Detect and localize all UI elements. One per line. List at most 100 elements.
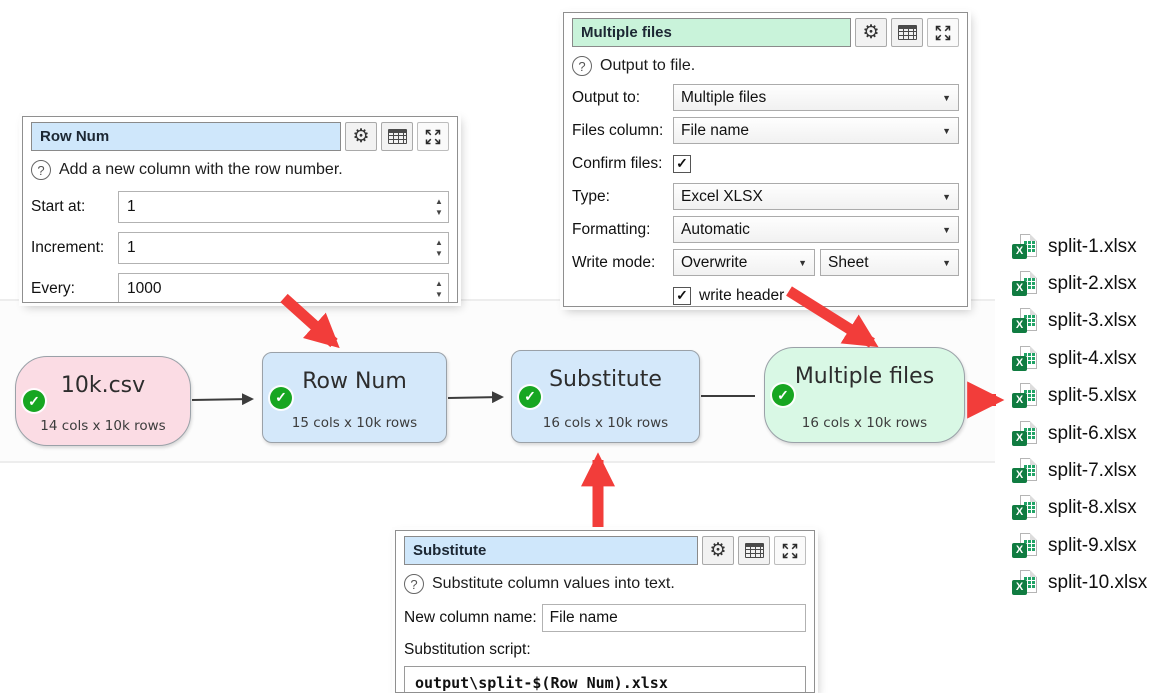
file-item: split-3.xlsx bbox=[1012, 303, 1147, 340]
spin-down-icon[interactable]: ▼ bbox=[435, 289, 443, 299]
node-10k-csv[interactable]: ✓ 10k.csv 14 cols x 10k rows bbox=[15, 356, 191, 446]
field-row-formatting: Formatting: Automatic ▼ bbox=[572, 216, 959, 243]
help-icon[interactable]: ? bbox=[404, 574, 424, 594]
spin-up-icon[interactable]: ▲ bbox=[435, 278, 443, 288]
chevron-down-icon: ▼ bbox=[942, 224, 951, 235]
spinner-buttons[interactable]: ▲ ▼ bbox=[430, 196, 448, 217]
excel-file-icon bbox=[1012, 383, 1038, 409]
panel-title-field[interactable]: Multiple files bbox=[572, 18, 851, 47]
field-label: Output to: bbox=[572, 88, 641, 106]
expand-icon bbox=[935, 25, 951, 40]
spin-down-icon[interactable]: ▼ bbox=[435, 207, 443, 217]
help-text: Substitute column values into text. bbox=[432, 575, 675, 592]
node-title: 10k.csv bbox=[60, 373, 146, 398]
field-value: 1000 bbox=[127, 280, 162, 297]
excel-file-icon bbox=[1012, 233, 1038, 260]
status-check-icon: ✓ bbox=[23, 390, 45, 412]
field-row-write-mode: Write mode: Overwrite ▼ Sheet ▼ bbox=[572, 249, 959, 276]
file-item: split-8.xlsx bbox=[1012, 490, 1147, 527]
file-item: split-5.xlsx bbox=[1012, 378, 1147, 415]
settings-button[interactable]: ⚙ bbox=[345, 122, 377, 151]
field-value: 1 bbox=[127, 239, 136, 256]
node-title: Row Num bbox=[302, 369, 407, 394]
node-stats: 16 cols x 10k rows bbox=[801, 415, 928, 431]
file-name: split-4.xlsx bbox=[1048, 347, 1137, 369]
node-substitute[interactable]: ✓ Substitute 16 cols x 10k rows bbox=[511, 350, 700, 443]
table-icon bbox=[387, 129, 407, 144]
formatting-dropdown[interactable]: Automatic ▼ bbox=[673, 216, 959, 243]
dropdown-value: Automatic bbox=[681, 220, 750, 238]
file-name: split-2.xlsx bbox=[1048, 273, 1137, 295]
spinner-buttons[interactable]: ▲ ▼ bbox=[430, 237, 448, 258]
spin-up-icon[interactable]: ▲ bbox=[435, 196, 443, 206]
panel-title-field[interactable]: Row Num bbox=[31, 122, 341, 151]
help-icon[interactable]: ? bbox=[31, 160, 51, 180]
spin-down-icon[interactable]: ▼ bbox=[435, 248, 443, 258]
sheet-mode-dropdown[interactable]: Sheet ▼ bbox=[820, 249, 959, 276]
table-view-button[interactable] bbox=[738, 536, 770, 565]
excel-file-icon bbox=[1012, 420, 1038, 447]
field-row-type: Type: Excel XLSX ▼ bbox=[572, 183, 959, 210]
field-row-new-column-name: New column name: File name bbox=[404, 604, 806, 632]
field-label: New column name: bbox=[404, 609, 537, 626]
settings-button[interactable]: ⚙ bbox=[855, 18, 887, 47]
chevron-down-icon: ▼ bbox=[942, 125, 951, 136]
write-mode-dropdown[interactable]: Overwrite ▼ bbox=[673, 249, 815, 276]
output-to-dropdown[interactable]: Multiple files ▼ bbox=[673, 84, 959, 111]
panel-multiple-files-header: Multiple files ⚙ bbox=[572, 18, 959, 47]
field-row-every: Every: 1000 ▲ ▼ bbox=[31, 273, 449, 302]
table-icon bbox=[897, 25, 917, 40]
field-label: Start at: bbox=[31, 198, 86, 215]
file-name: split-8.xlsx bbox=[1048, 497, 1137, 519]
expand-icon bbox=[782, 543, 798, 558]
field-label: Increment: bbox=[31, 239, 105, 256]
expand-button[interactable] bbox=[774, 536, 806, 565]
file-name: split-10.xlsx bbox=[1048, 572, 1148, 594]
type-dropdown[interactable]: Excel XLSX ▼ bbox=[673, 183, 959, 210]
output-file-list: split-1.xlsx split-2.xlsx split-3.xlsx s… bbox=[1012, 228, 1147, 602]
help-text: Add a new column with the row number. bbox=[59, 161, 343, 178]
field-label: Formatting: bbox=[572, 220, 651, 238]
help-icon[interactable]: ? bbox=[572, 56, 592, 76]
field-row-files-column: Files column: File name ▼ bbox=[572, 117, 959, 144]
write-header-checkbox[interactable]: ✓ bbox=[673, 286, 691, 305]
excel-file-icon bbox=[1012, 495, 1038, 521]
new-column-name-input[interactable]: File name bbox=[541, 604, 806, 632]
excel-file-icon bbox=[1012, 532, 1038, 559]
status-check-icon: ✓ bbox=[772, 384, 794, 406]
substitution-script-editor[interactable]: output\split-$(Row Num).xlsx bbox=[404, 666, 806, 692]
files-column-dropdown[interactable]: File name ▼ bbox=[673, 117, 959, 144]
file-name: split-7.xlsx bbox=[1048, 460, 1137, 482]
panel-title-field[interactable]: Substitute bbox=[404, 536, 698, 565]
field-row-start-at: Start at: 1 ▲ ▼ bbox=[31, 191, 449, 223]
table-view-button[interactable] bbox=[381, 122, 413, 151]
node-multiple-files[interactable]: ✓ Multiple files 16 cols x 10k rows bbox=[764, 347, 965, 443]
field-row-write-header: ✓ write header bbox=[572, 282, 959, 306]
spinner-buttons[interactable]: ▲ ▼ bbox=[430, 278, 448, 299]
excel-file-icon bbox=[1012, 458, 1038, 484]
increment-input[interactable]: 1 ▲ ▼ bbox=[118, 232, 449, 264]
node-stats: 15 cols x 10k rows bbox=[291, 415, 418, 431]
settings-button[interactable]: ⚙ bbox=[702, 536, 734, 565]
chevron-down-icon: ▼ bbox=[942, 257, 951, 268]
file-item: split-1.xlsx bbox=[1012, 228, 1147, 265]
field-row-confirm-files: Confirm files: ✓ bbox=[572, 150, 959, 177]
spin-up-icon[interactable]: ▲ bbox=[435, 237, 443, 247]
panel-substitute-header: Substitute ⚙ bbox=[404, 536, 806, 565]
confirm-files-checkbox[interactable]: ✓ bbox=[673, 154, 691, 173]
expand-button[interactable] bbox=[927, 18, 959, 47]
expand-button[interactable] bbox=[417, 122, 449, 151]
gear-icon: ⚙ bbox=[352, 126, 370, 147]
status-check-icon: ✓ bbox=[270, 386, 292, 409]
chevron-down-icon: ▼ bbox=[942, 92, 951, 103]
gear-icon: ⚙ bbox=[862, 22, 880, 43]
node-row-num[interactable]: ✓ Row Num 15 cols x 10k rows bbox=[262, 352, 447, 443]
node-title: Multiple files bbox=[794, 364, 935, 389]
help-text: Output to file. bbox=[600, 57, 696, 74]
file-name: split-1.xlsx bbox=[1048, 235, 1137, 257]
start-at-input[interactable]: 1 ▲ ▼ bbox=[118, 191, 449, 223]
file-name: split-5.xlsx bbox=[1048, 385, 1137, 407]
table-view-button[interactable] bbox=[891, 18, 923, 47]
every-input[interactable]: 1000 ▲ ▼ bbox=[118, 273, 449, 302]
node-stats: 14 cols x 10k rows bbox=[40, 418, 166, 434]
